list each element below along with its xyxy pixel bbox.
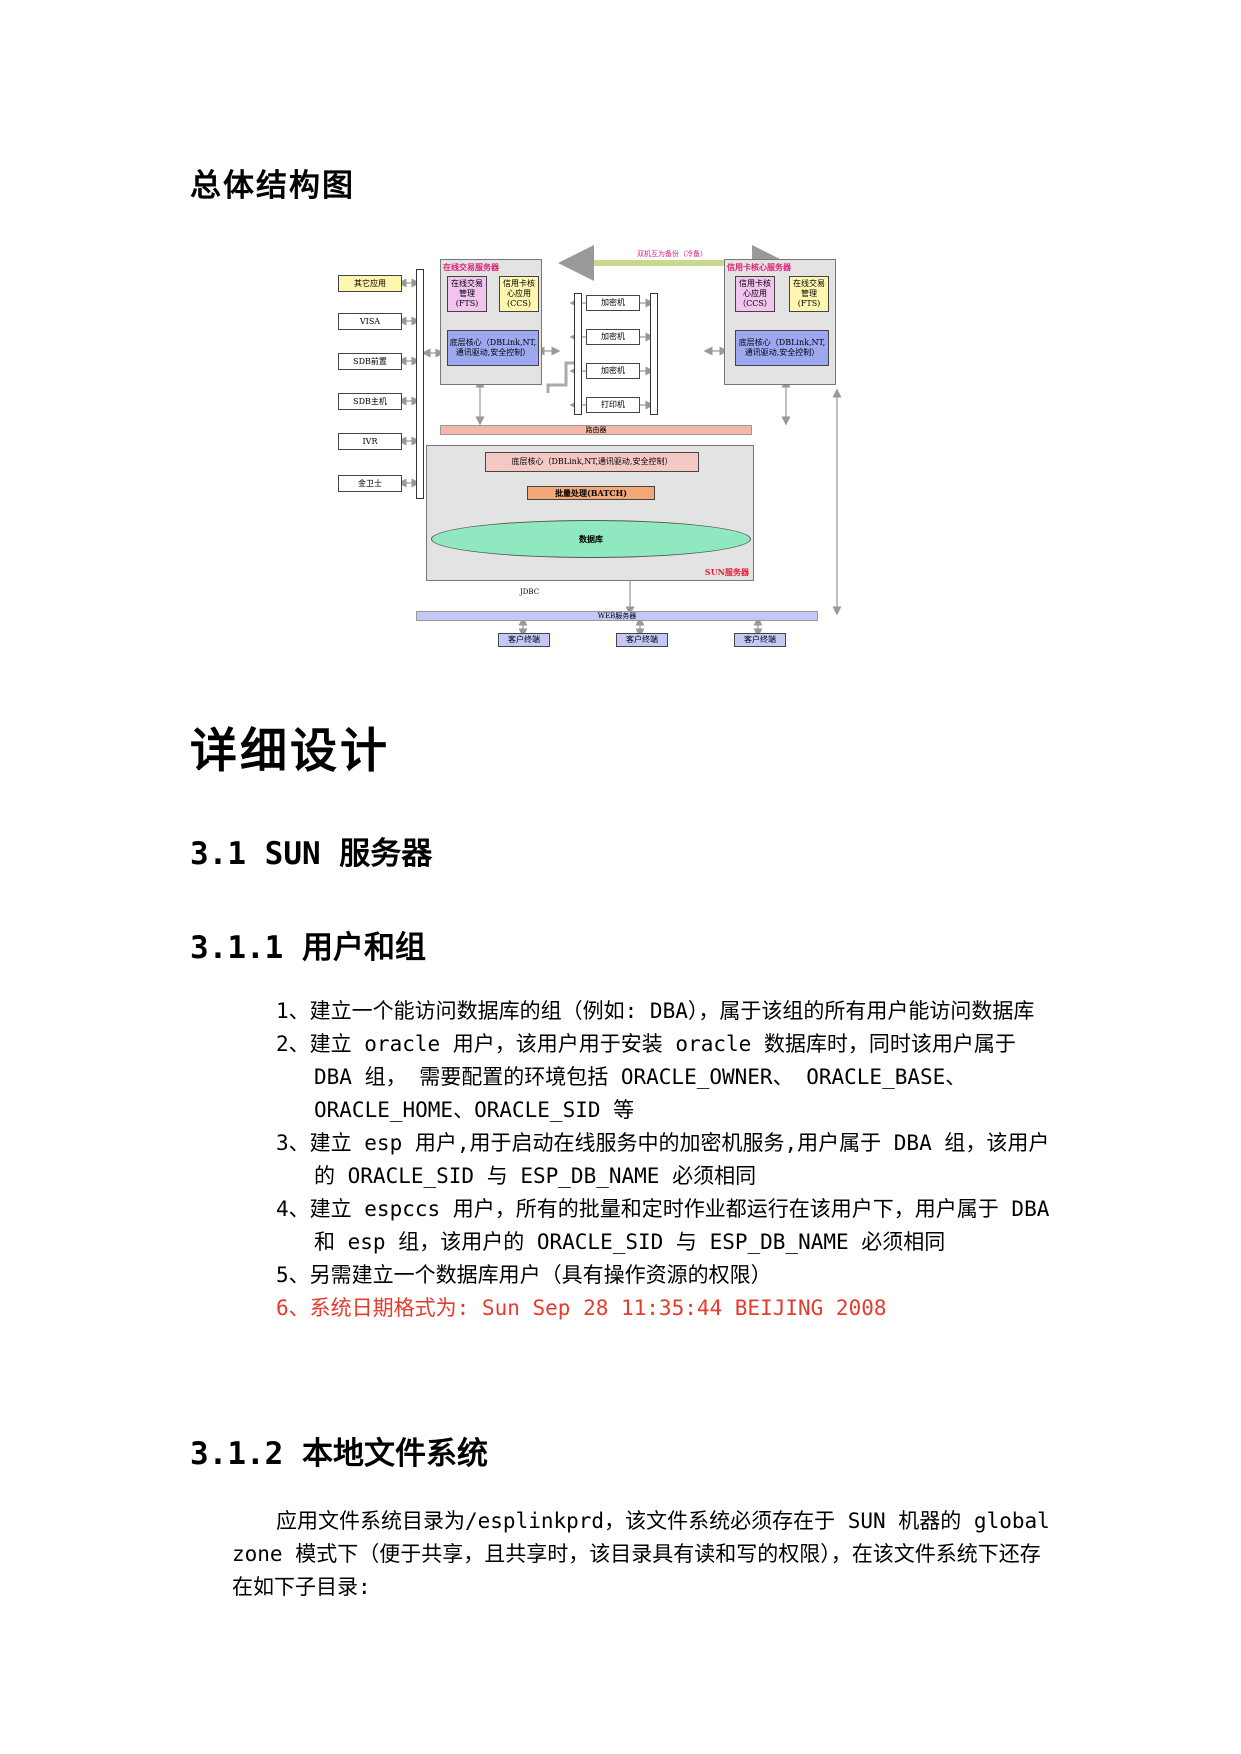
sun-server-label: SUN服务器 bbox=[704, 567, 749, 577]
list-item: 5、另需建立一个数据库用户（具有操作资源的权限） bbox=[276, 1263, 772, 1287]
filesystem-paragraph: 应用文件系统目录为/esplinkprd，该文件系统必须存在于 SUN 机器的 … bbox=[232, 1509, 1050, 1599]
encryptor-3: 加密机 bbox=[586, 363, 640, 379]
dual-backup-label: 双机互为备份（冷备） bbox=[637, 250, 707, 258]
sun-core-box: 底层核心（DBLink,NT,通讯驱动,安全控制） bbox=[485, 452, 699, 472]
encryptor-2: 加密机 bbox=[586, 329, 640, 345]
left-item-sdb-front: SDB前置 bbox=[338, 353, 402, 370]
ccs-core-box: 底层核心（DBLink,NT,通讯驱动,安全控制） bbox=[735, 330, 829, 366]
list-item-date-format: 6、系统日期格式为: Sun Sep 28 11:35:44 BEIJING 2… bbox=[276, 1296, 887, 1320]
list-item: 3、建立 esp 用户,用于启动在线服务中的加密机服务,用户属于 DBA 组，该… bbox=[276, 1131, 1050, 1188]
architecture-diagram: 其它应用 VISA SDB前置 SDB主机 IVR 金卫士 双机互为备份（冷备）… bbox=[330, 243, 920, 663]
left-item-sdb-host: SDB主机 bbox=[338, 393, 402, 410]
ccs-server-title: 信用卡核心服务器 bbox=[727, 262, 791, 272]
client-terminal-2: 客户终端 bbox=[616, 633, 668, 647]
list-item: 1、建立一个能访问数据库的组（例如: DBA），属于该组的所有用户能访问数据库 bbox=[276, 999, 1035, 1023]
online-fts-box: 在线交易管理(FTS) bbox=[447, 276, 487, 312]
client-terminal-3: 客户终端 bbox=[734, 633, 786, 647]
online-core-box: 底层核心（DBLink,NT,通讯驱动,安全控制） bbox=[447, 330, 539, 366]
ccs-fts-box: 在线交易管理(FTS) bbox=[789, 276, 829, 312]
middle-left-bar bbox=[574, 293, 582, 415]
web-server-bar: WEB服务器 bbox=[416, 611, 818, 621]
section-3-1-1: 3.1.1 用户和组 bbox=[190, 930, 426, 966]
database-cylinder: 数据库 bbox=[431, 520, 751, 558]
batch-box: 批量处理(BATCH) bbox=[527, 486, 655, 500]
ccs-ccs-box: 信用卡核心应用（CCS） bbox=[735, 276, 775, 312]
online-ccs-box: 信用卡核心应用(CCS) bbox=[499, 276, 539, 312]
sun-server: 底层核心（DBLink,NT,通讯驱动,安全控制） 批量处理(BATCH) 数据… bbox=[426, 445, 754, 581]
section-3-1: 3.1 SUN 服务器 bbox=[190, 836, 433, 872]
list-item: 4、建立 espccs 用户，所有的批量和定时作业都运行在该用户下，用户属于 D… bbox=[276, 1197, 1050, 1254]
encryptor-1: 加密机 bbox=[586, 295, 640, 311]
client-terminal-1: 客户终端 bbox=[498, 633, 550, 647]
printer: 打印机 bbox=[586, 397, 640, 413]
heading-detail-design: 详细设计 bbox=[190, 724, 390, 779]
online-server-title: 在线交易服务器 bbox=[443, 262, 499, 272]
left-item-other-apps: 其它应用 bbox=[338, 275, 402, 292]
list-item: 2、建立 oracle 用户，该用户用于安装 oracle 数据库时，同时该用户… bbox=[276, 1032, 1016, 1122]
left-item-visa: VISA bbox=[338, 313, 402, 330]
user-group-list: 1、建立一个能访问数据库的组（例如: DBA），属于该组的所有用户能访问数据库 … bbox=[276, 995, 1056, 1325]
left-item-ivr: IVR bbox=[338, 433, 402, 450]
router-bar: 路由器 bbox=[440, 425, 752, 435]
left-bus-bar bbox=[416, 269, 424, 499]
jdbc-label: JDBC bbox=[520, 588, 540, 596]
section-3-1-2: 3.1.2 本地文件系统 bbox=[190, 1436, 488, 1472]
online-trade-server: 在线交易服务器 在线交易管理(FTS) 信用卡核心应用(CCS) 底层核心（DB… bbox=[440, 259, 542, 385]
middle-right-bar bbox=[650, 293, 658, 415]
left-item-jinweishi: 金卫士 bbox=[338, 475, 402, 492]
credit-card-core-server: 信用卡核心服务器 信用卡核心应用（CCS） 在线交易管理(FTS) 底层核心（D… bbox=[724, 259, 836, 385]
heading-overall: 总体结构图 bbox=[190, 168, 355, 204]
